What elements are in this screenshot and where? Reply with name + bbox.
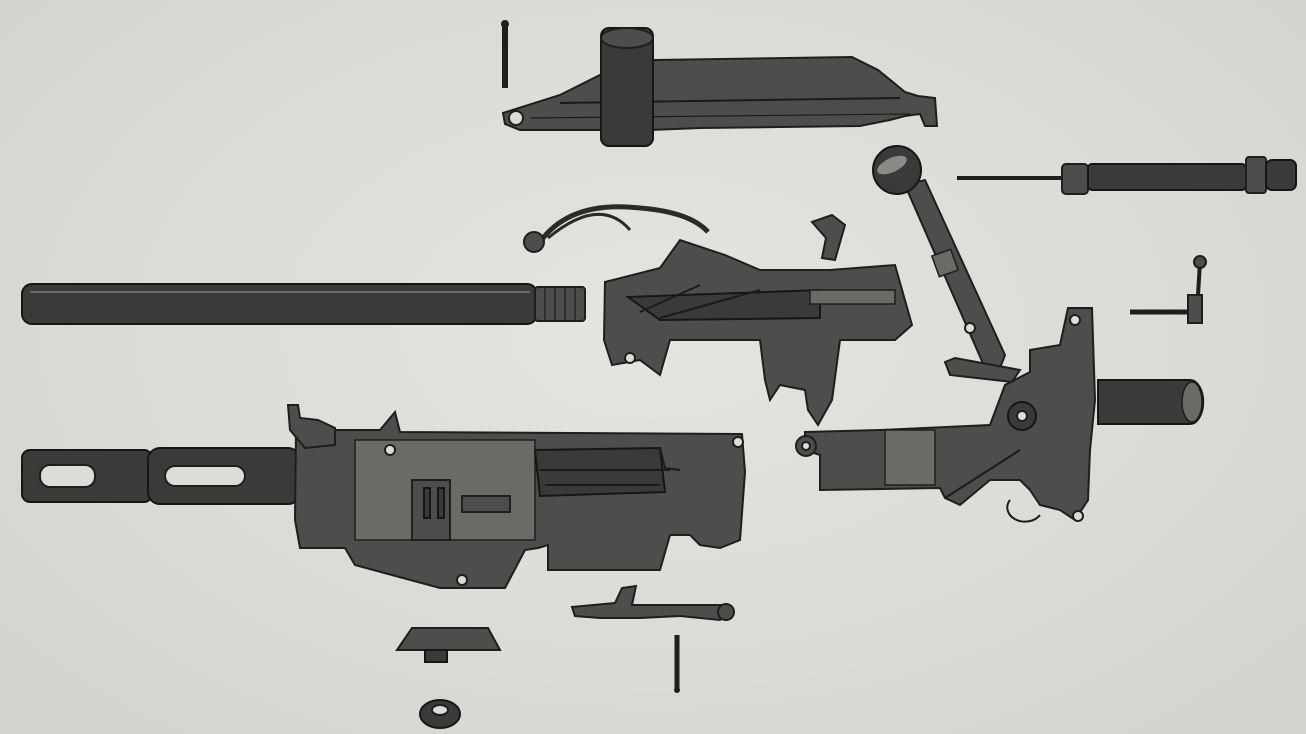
pin-small [674,635,680,693]
small-crank-pin [1130,255,1207,324]
receiver [286,404,747,589]
sear-bar [570,584,735,622]
buffer-rod [957,156,1297,195]
top-cover [501,27,939,147]
barrel [21,283,586,325]
charging-handle [872,145,1007,369]
lock-frame [795,307,1205,523]
wedge-block [395,627,502,663]
barrel-extension [602,213,914,427]
spring-clip [523,204,710,253]
nut [419,699,461,729]
barrel-jacket [21,447,329,515]
cover-pin [501,20,509,88]
